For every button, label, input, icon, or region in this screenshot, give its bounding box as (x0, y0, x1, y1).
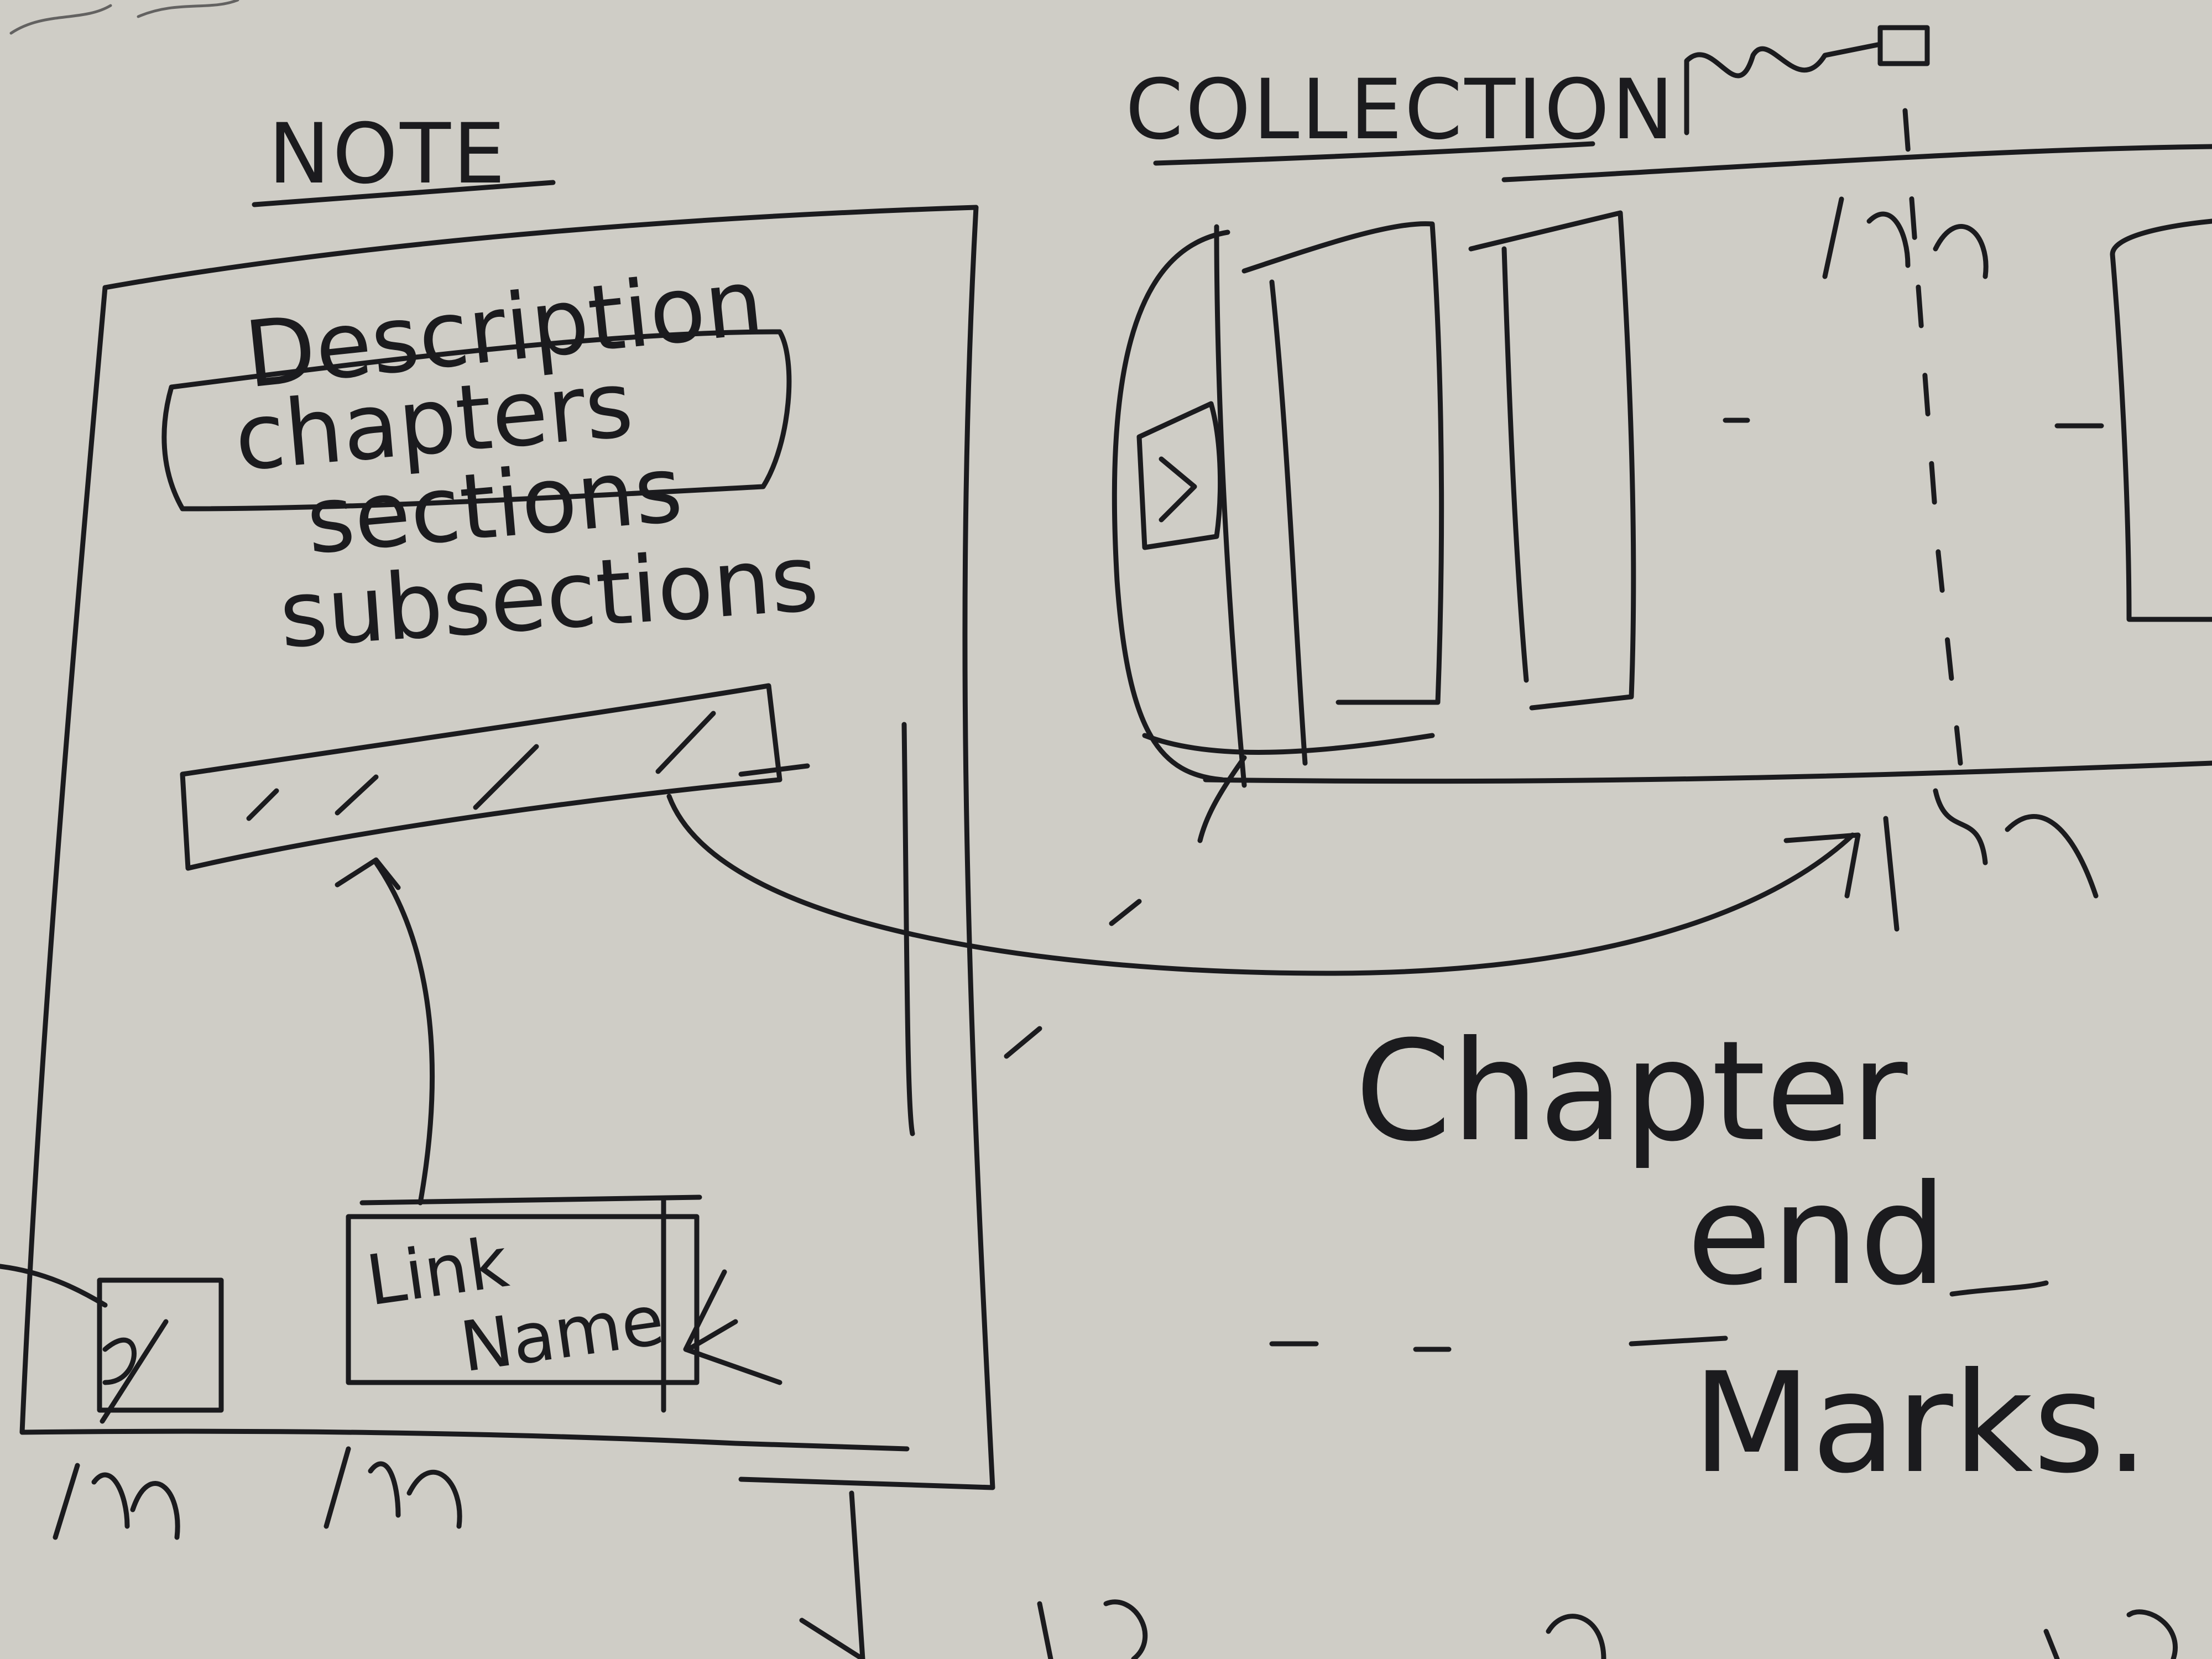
arrowhead-icon (1783, 832, 1861, 899)
card-back (1214, 224, 1247, 788)
note-frame-inner-edge (901, 722, 915, 1136)
right-edge-marks (1723, 418, 2104, 429)
description-bubble (161, 329, 792, 512)
collection-title-underline (1153, 141, 1595, 166)
chapter-divider (1902, 108, 1963, 766)
marks-label: Marks. (1692, 1343, 2149, 1504)
next-button (1136, 401, 1223, 550)
collection-panel: COLLECTION (666, 25, 2212, 976)
end-label: end (1687, 1155, 1947, 1316)
strip-to-chapter-arrow (666, 794, 1855, 976)
collection-band-top (1501, 144, 2212, 182)
hand-cursor-icon (53, 1463, 180, 1540)
next-card-peek (2110, 218, 2212, 622)
note-title-underline (252, 180, 556, 207)
end-underline (1949, 1280, 2049, 1297)
chapter-label: Chapter (1355, 1011, 1908, 1172)
note-panel-title: NOTE (268, 106, 508, 202)
corner-scribble (9, 0, 239, 35)
collection-band-left (1112, 229, 1230, 782)
note-frame (19, 205, 995, 1490)
note-panel: NOTE Description chapters sections subse… (0, 106, 995, 1659)
hand-cursor-icon (1883, 788, 2099, 932)
flag-marker-icon (1877, 25, 1930, 66)
pointer-arrow-icon (683, 1269, 782, 1385)
bottom-partial-ink (1037, 1599, 2178, 1659)
arrowhead-icon (335, 857, 401, 890)
flag-squiggle (1684, 41, 1883, 135)
chapter-end-annotation: Chapter end Marks. (1355, 1011, 2149, 1504)
hand-cursor-icon (1822, 196, 1989, 279)
link-to-strip-arrow (373, 860, 435, 1206)
toggle-icon (100, 1319, 169, 1424)
link-name-box (346, 1214, 700, 1385)
chevron-right-icon (1159, 456, 1197, 523)
link-box-label-link: Link (362, 1222, 513, 1321)
hatched-strip (180, 683, 782, 871)
card-stack-shadow (1142, 733, 1435, 843)
hatched-strip-marks (246, 711, 716, 821)
toggle-icon-box (97, 1277, 224, 1413)
toggle-connector (0, 1264, 108, 1308)
card-middle (1241, 221, 1444, 766)
down-arrow (799, 1490, 865, 1659)
collection-band-bottom (1203, 760, 2212, 784)
dashed-guide (1004, 899, 1728, 1352)
card-front (1468, 210, 1636, 711)
strip-edge (738, 763, 810, 777)
hand-cursor-icon (324, 1446, 462, 1529)
